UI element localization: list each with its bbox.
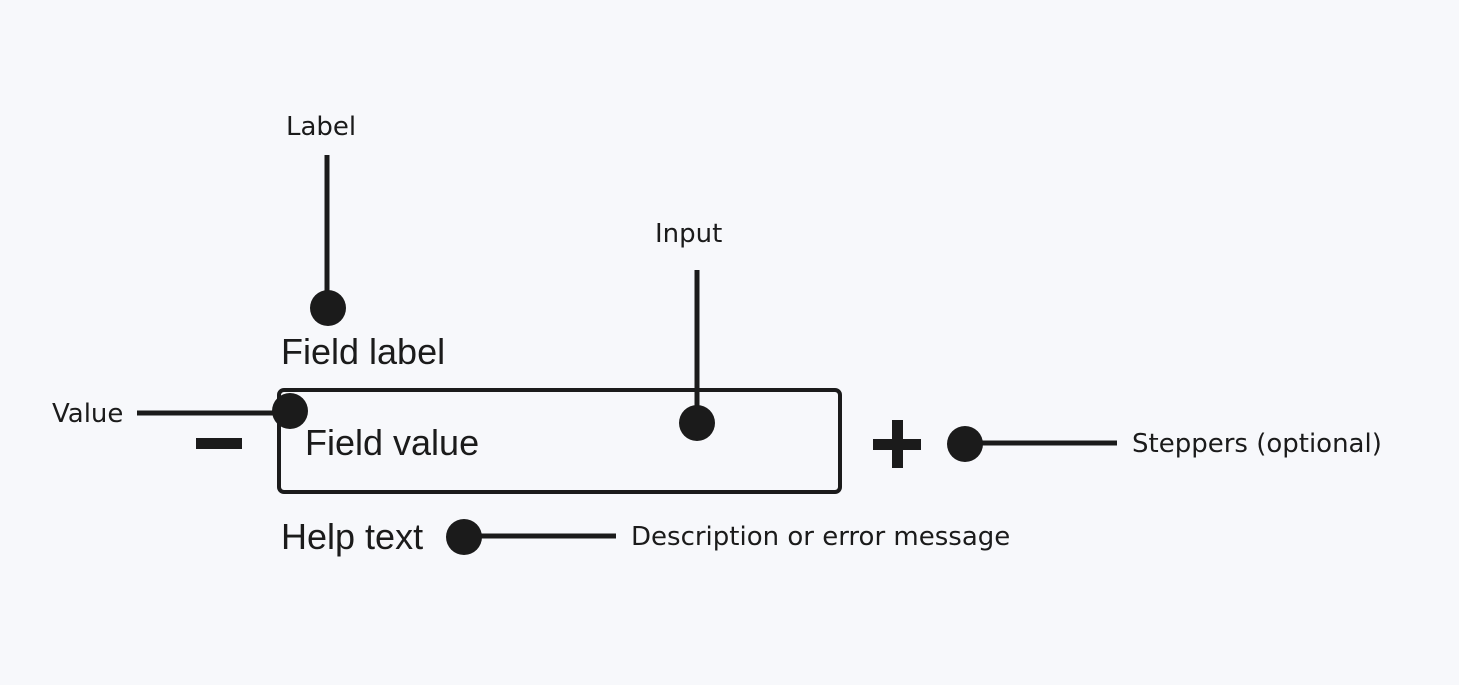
callout-label-text: Label bbox=[286, 112, 357, 142]
plus-icon-vertical bbox=[892, 420, 903, 468]
description-leader-dot bbox=[446, 519, 482, 555]
callout-description-text: Description or error message bbox=[631, 522, 1011, 552]
callout-steppers-text: Steppers (optional) bbox=[1132, 429, 1382, 459]
field-label: Field label bbox=[281, 331, 446, 372]
field-value: Field value bbox=[305, 422, 480, 463]
minus-icon[interactable] bbox=[196, 438, 242, 449]
callout-value-text: Value bbox=[52, 399, 124, 429]
callout-input-text: Input bbox=[655, 219, 723, 249]
label-leader-dot bbox=[310, 290, 346, 326]
steppers-leader-dot bbox=[947, 426, 983, 462]
help-text: Help text bbox=[281, 516, 424, 557]
field-input[interactable] bbox=[277, 388, 842, 494]
